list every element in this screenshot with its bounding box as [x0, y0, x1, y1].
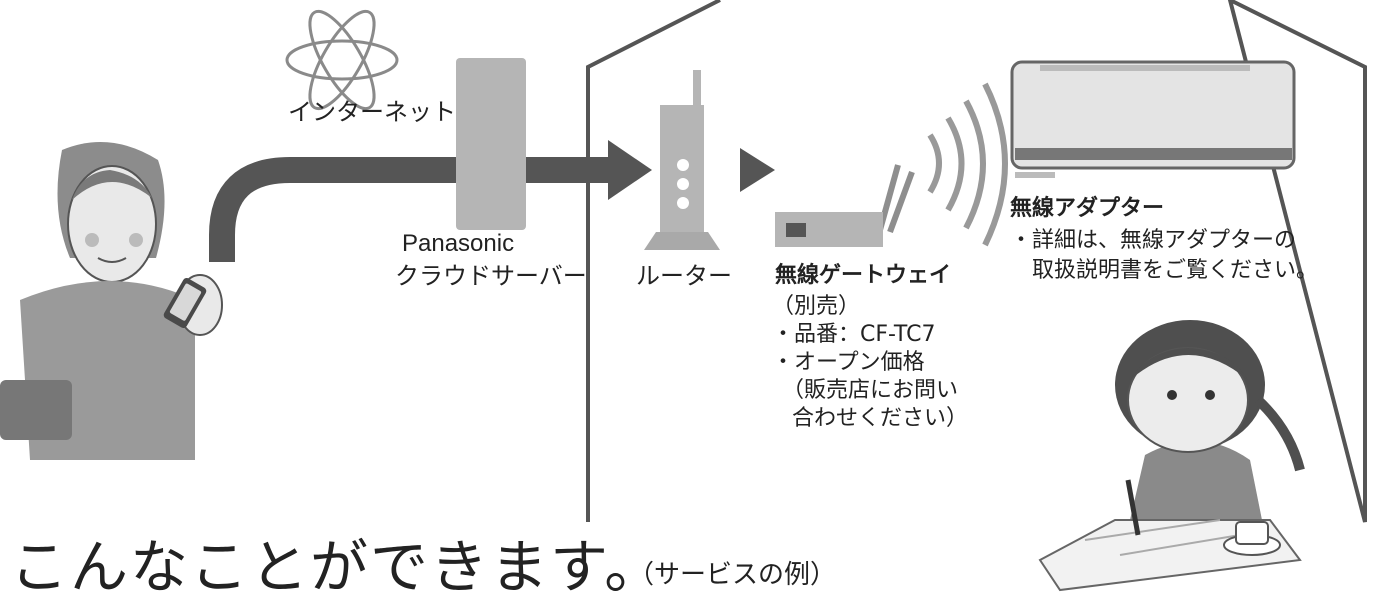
gateway-note-3: ・オープン価格	[772, 350, 925, 375]
air-conditioner-icon	[1010, 60, 1296, 178]
gateway-note-5: 合わせください）	[792, 406, 969, 431]
internet-label: インターネット	[288, 98, 456, 126]
router-icon	[644, 70, 720, 250]
server-name-label: Panasonic	[402, 230, 515, 257]
wireless-link-arrow	[740, 148, 775, 192]
data-flow-arrow	[209, 157, 612, 262]
gateway-note-1: （別売）	[772, 294, 861, 319]
gateway-note-2: ・品番：CF-TC7	[772, 322, 936, 347]
gateway-title: 無線ゲートウェイ	[775, 263, 952, 288]
woman-with-phone-icon	[0, 142, 223, 460]
page-subheading: （サービスの例）	[628, 560, 837, 590]
adapter-note-1: ・詳細は、無線アダプターの	[1010, 228, 1297, 253]
gateway-note-4: （販売店にお問い	[782, 378, 959, 403]
page-heading: こんなことができます。	[10, 533, 665, 599]
wifi-waves-icon	[927, 82, 1008, 247]
internet-atom-icon	[285, 9, 399, 111]
wireless-gateway-icon	[775, 164, 915, 247]
cloud-server-icon	[456, 58, 526, 230]
adapter-note-2: 取扱説明書をご覧ください。	[1032, 258, 1319, 283]
adapter-title: 無線アダプター	[1010, 196, 1165, 221]
house-outline	[586, 0, 1367, 523]
data-flow-arrowhead	[608, 140, 652, 200]
girl-studying-icon	[1038, 320, 1305, 592]
router-label: ルーター	[636, 262, 732, 290]
server-type-label: クラウドサーバー	[395, 262, 587, 290]
